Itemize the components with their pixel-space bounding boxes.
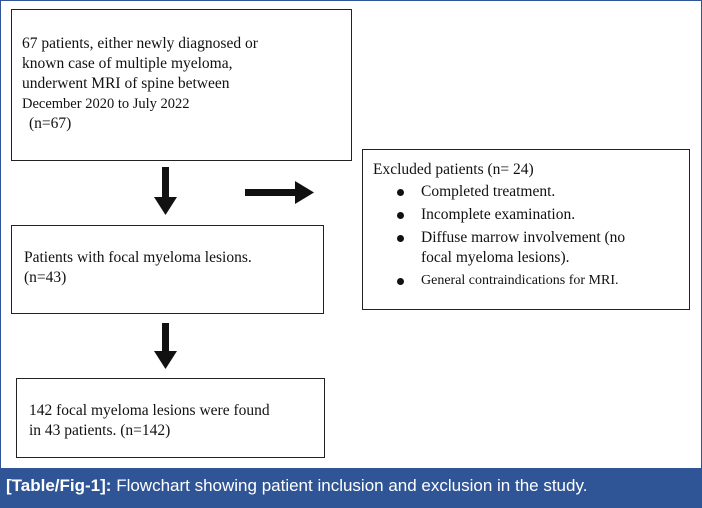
input-box-line: known case of multiple myeloma,: [22, 55, 233, 72]
focal-lesions-box: Patients with focal myeloma lesions. (n=…: [11, 225, 324, 314]
lesions-box-count: in 43 patients. (n=142): [29, 422, 171, 439]
input-box-line: December 2020 to July 2022: [22, 96, 190, 112]
excluded-item: Incomplete examination.: [373, 205, 689, 225]
focal-box-line: Patients with focal myeloma lesions.: [24, 249, 252, 266]
focal-box-count: (n=43): [24, 269, 67, 286]
input-box-line: underwent MRI of spine between: [22, 75, 230, 92]
figure-caption: [Table/Fig-1]: Flowchart showing patient…: [0, 468, 702, 508]
lesions-box-line: 142 focal myeloma lesions were found: [29, 402, 270, 419]
excluded-list: Completed treatment. Incomplete examinat…: [373, 182, 689, 291]
bullet-icon: [397, 189, 404, 196]
excluded-item-text: Completed treatment.: [421, 183, 556, 200]
caption-text: Flowchart showing patient inclusion and …: [116, 476, 588, 495]
excluded-item-text: Incomplete examination.: [421, 206, 576, 223]
excluded-item: Completed treatment.: [373, 182, 689, 202]
excluded-box: Excluded patients (n= 24) Completed trea…: [362, 149, 690, 310]
excluded-item-text: Diffuse marrow involvement (no: [421, 229, 626, 246]
excluded-item: Diffuse marrow involvement (no focal mye…: [373, 228, 689, 268]
excluded-item-text: General contraindications for MRI.: [421, 273, 619, 288]
lesions-found-box: 142 focal myeloma lesions were found in …: [16, 378, 325, 458]
bullet-icon: [397, 212, 404, 219]
input-box: 67 patients, either newly diagnosed or k…: [11, 9, 352, 161]
caption-tag: [Table/Fig-1]:: [6, 476, 112, 495]
bullet-icon: [397, 235, 404, 242]
excluded-item-text: focal myeloma lesions).: [421, 249, 570, 266]
input-box-count: (n=67): [29, 115, 72, 132]
excluded-item: General contraindications for MRI.: [373, 271, 689, 291]
down-arrow-icon: [154, 167, 177, 215]
bullet-icon: [397, 278, 404, 285]
flow-arrows: [154, 167, 314, 369]
input-box-line: 67 patients, either newly diagnosed or: [22, 35, 258, 52]
down-arrow-icon: [154, 323, 177, 369]
excluded-heading: Excluded patients (n= 24): [373, 161, 534, 178]
right-arrow-icon: [245, 181, 314, 204]
figure-frame: 67 patients, either newly diagnosed or k…: [0, 0, 702, 469]
